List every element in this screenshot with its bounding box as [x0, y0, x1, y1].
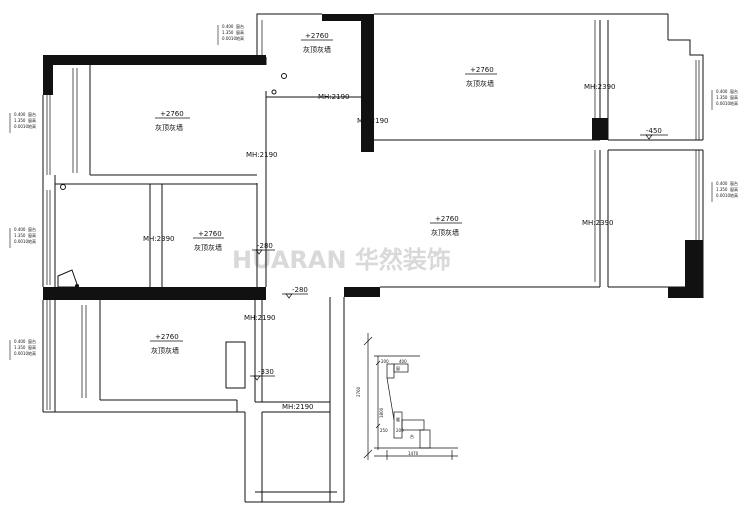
svg-text:窗台: 窗台	[28, 338, 36, 344]
room-ceiling-label: 灰顶灰墙	[303, 45, 331, 54]
svg-text:0.400: 0.400	[716, 89, 728, 94]
detail-dimension: 1470	[408, 451, 419, 456]
room-elevation: +2760	[470, 66, 494, 74]
room-ceiling-label: 灰顶灰墙	[466, 79, 494, 88]
svg-text:窗高: 窗高	[730, 94, 738, 100]
svg-text:窗台: 窗台	[28, 226, 36, 232]
room-elevation: +2760	[155, 333, 179, 341]
level-marks: -450 -280 -280 -330	[250, 127, 668, 381]
svg-text:1.350: 1.350	[14, 118, 26, 123]
window-section-detail	[363, 333, 458, 460]
window-legend: 0.400 1.350 0.0010 窗台 窗高 地高 0.400 1.350 …	[9, 23, 738, 360]
mh-label: MH:2190	[282, 403, 313, 411]
svg-text:0.400: 0.400	[716, 181, 728, 186]
room-elevation: +2760	[198, 230, 222, 238]
detail-labels: 200 400 窗 2760 1800 暖 250 200 台 1470	[356, 359, 419, 456]
svg-text:0.400: 0.400	[14, 339, 26, 344]
svg-text:0.0010: 0.0010	[14, 351, 28, 356]
mh-label: MH:2390	[582, 219, 613, 227]
detail-label: 暖	[396, 416, 400, 422]
room-labels: +2760 灰顶灰墙 +2760 灰顶灰墙 +2760 灰顶灰墙 +2760 灰…	[150, 32, 497, 355]
mh-label: MH:2190	[244, 314, 275, 322]
detail-dimension: 250	[380, 428, 388, 433]
svg-text:窗高: 窗高	[28, 117, 36, 123]
svg-text:0.0010: 0.0010	[716, 193, 730, 198]
detail-dimension: 400	[399, 359, 407, 364]
svg-text:1.350: 1.350	[716, 187, 728, 192]
svg-text:1.350: 1.350	[14, 233, 26, 238]
svg-text:窗高: 窗高	[730, 186, 738, 192]
svg-text:地高: 地高	[730, 100, 738, 106]
room-elevation: +2760	[305, 32, 329, 40]
room-elevation: +2760	[435, 215, 459, 223]
watermark: HUARAN 华然装饰	[232, 246, 451, 274]
svg-text:1.350: 1.350	[716, 95, 728, 100]
svg-text:0.0010: 0.0010	[716, 101, 730, 106]
svg-text:1.350: 1.350	[222, 30, 234, 35]
level-mark: -450	[646, 127, 662, 135]
svg-text:窗台: 窗台	[28, 111, 36, 117]
detail-dimension: 2760	[356, 386, 361, 397]
door-height-labels: MH:2190 MH:2190 MH:2190 MH:2390 MH:2390 …	[143, 83, 615, 411]
mh-label: MH:2190	[246, 151, 277, 159]
detail-dimension: 200	[396, 428, 404, 433]
svg-text:地高: 地高	[236, 35, 244, 41]
svg-text:0.0010: 0.0010	[14, 124, 28, 129]
thick-walls	[43, 14, 703, 300]
svg-text:窗高: 窗高	[236, 29, 244, 35]
svg-text:0.400: 0.400	[14, 112, 26, 117]
svg-text:地高: 地高	[730, 192, 738, 198]
svg-text:0.400: 0.400	[222, 24, 234, 29]
mh-label: MH:2390	[143, 235, 174, 243]
detail-label: 台	[410, 433, 414, 439]
svg-text:窗台: 窗台	[730, 180, 738, 186]
svg-text:0.400: 0.400	[14, 227, 26, 232]
room-elevation: +2760	[160, 110, 184, 118]
detail-dimension: 200	[381, 359, 389, 364]
thin-walls	[42, 13, 704, 503]
svg-text:窗台: 窗台	[730, 88, 738, 94]
svg-text:0.0010: 0.0010	[222, 36, 236, 41]
svg-text:窗高: 窗高	[28, 232, 36, 238]
mh-label: MH:2390	[584, 83, 615, 91]
fixtures	[57, 73, 287, 288]
detail-label: 窗	[396, 365, 400, 371]
svg-text:窗台: 窗台	[236, 23, 244, 29]
detail-dimension: 1800	[379, 407, 384, 418]
svg-text:地高: 地高	[28, 238, 36, 244]
level-mark: -330	[258, 368, 274, 376]
window-frames	[46, 20, 700, 410]
svg-text:窗高: 窗高	[28, 344, 36, 350]
mh-label: MH:2190	[318, 93, 349, 101]
svg-text:0.0010: 0.0010	[14, 239, 28, 244]
mh-label: MH:2190	[357, 117, 388, 125]
room-ceiling-label: 灰顶灰墙	[431, 228, 459, 237]
room-ceiling-label: 灰顶灰墙	[155, 123, 183, 132]
room-ceiling-label: 灰顶灰墙	[151, 346, 179, 355]
svg-text:地高: 地高	[28, 123, 36, 129]
svg-text:地高: 地高	[28, 350, 36, 356]
svg-text:1.350: 1.350	[14, 345, 26, 350]
room-ceiling-label: 灰顶灰墙	[194, 243, 222, 252]
level-mark: -280	[292, 286, 308, 294]
level-mark: -280	[257, 242, 273, 250]
